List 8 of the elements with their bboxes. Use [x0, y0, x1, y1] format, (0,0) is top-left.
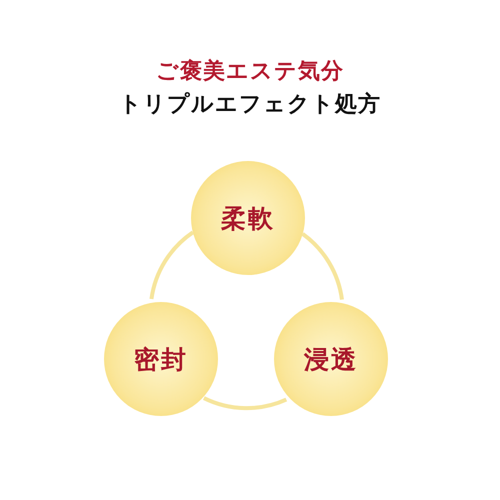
- subtitle: トリプルエフェクト処方: [118, 90, 382, 119]
- connector-arc: [301, 232, 344, 300]
- node-label: 柔軟: [221, 202, 275, 234]
- node-label: 密封: [134, 344, 188, 376]
- title: ご褒美エステ気分: [155, 58, 345, 86]
- connector-arc: [203, 396, 287, 410]
- node-label: 浸透: [304, 344, 358, 376]
- connector-arc: [150, 230, 194, 300]
